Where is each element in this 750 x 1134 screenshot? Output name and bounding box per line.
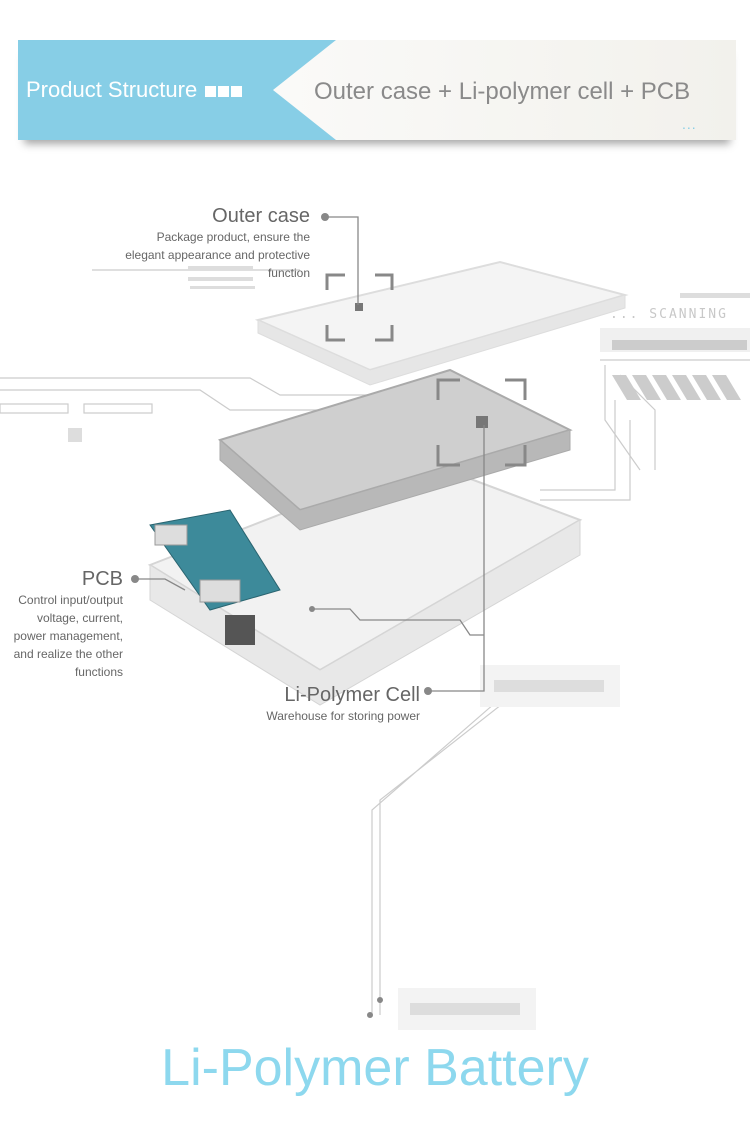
label-title: PCB	[81, 568, 123, 590]
usb-port	[199, 579, 241, 603]
label-pcb: PCB Control input/output voltage, curren…	[0, 568, 123, 681]
bottom-shell-side	[149, 519, 581, 706]
usb-port	[154, 524, 188, 546]
label-title: Outer case	[212, 205, 310, 227]
banner-dots: ...	[682, 116, 697, 132]
banner-title: Product Structure	[26, 77, 243, 103]
label-title: Li-Polymer Cell	[284, 684, 420, 706]
banner-subtitle: Outer case + Li-polymer cell + PCB	[314, 78, 691, 105]
shell-cutout	[225, 615, 255, 645]
label-outer-case: Outer case Package product, ensure the e…	[60, 205, 310, 282]
leader-lines	[135, 216, 485, 692]
label-li-polymer-cell: Li-Polymer Cell Warehouse for storing po…	[220, 684, 420, 725]
outer-case-side	[257, 294, 626, 386]
header-banner: Product Structure Outer case + Li-polyme…	[18, 40, 736, 140]
hud-blocks	[68, 266, 750, 1030]
scanning-text: ... SCANNING	[610, 307, 728, 322]
cell-side	[219, 429, 571, 531]
focus-bracket-icon	[325, 273, 527, 467]
hazard-stripes	[612, 375, 741, 400]
footer-title: Li-Polymer Battery	[161, 1039, 589, 1097]
